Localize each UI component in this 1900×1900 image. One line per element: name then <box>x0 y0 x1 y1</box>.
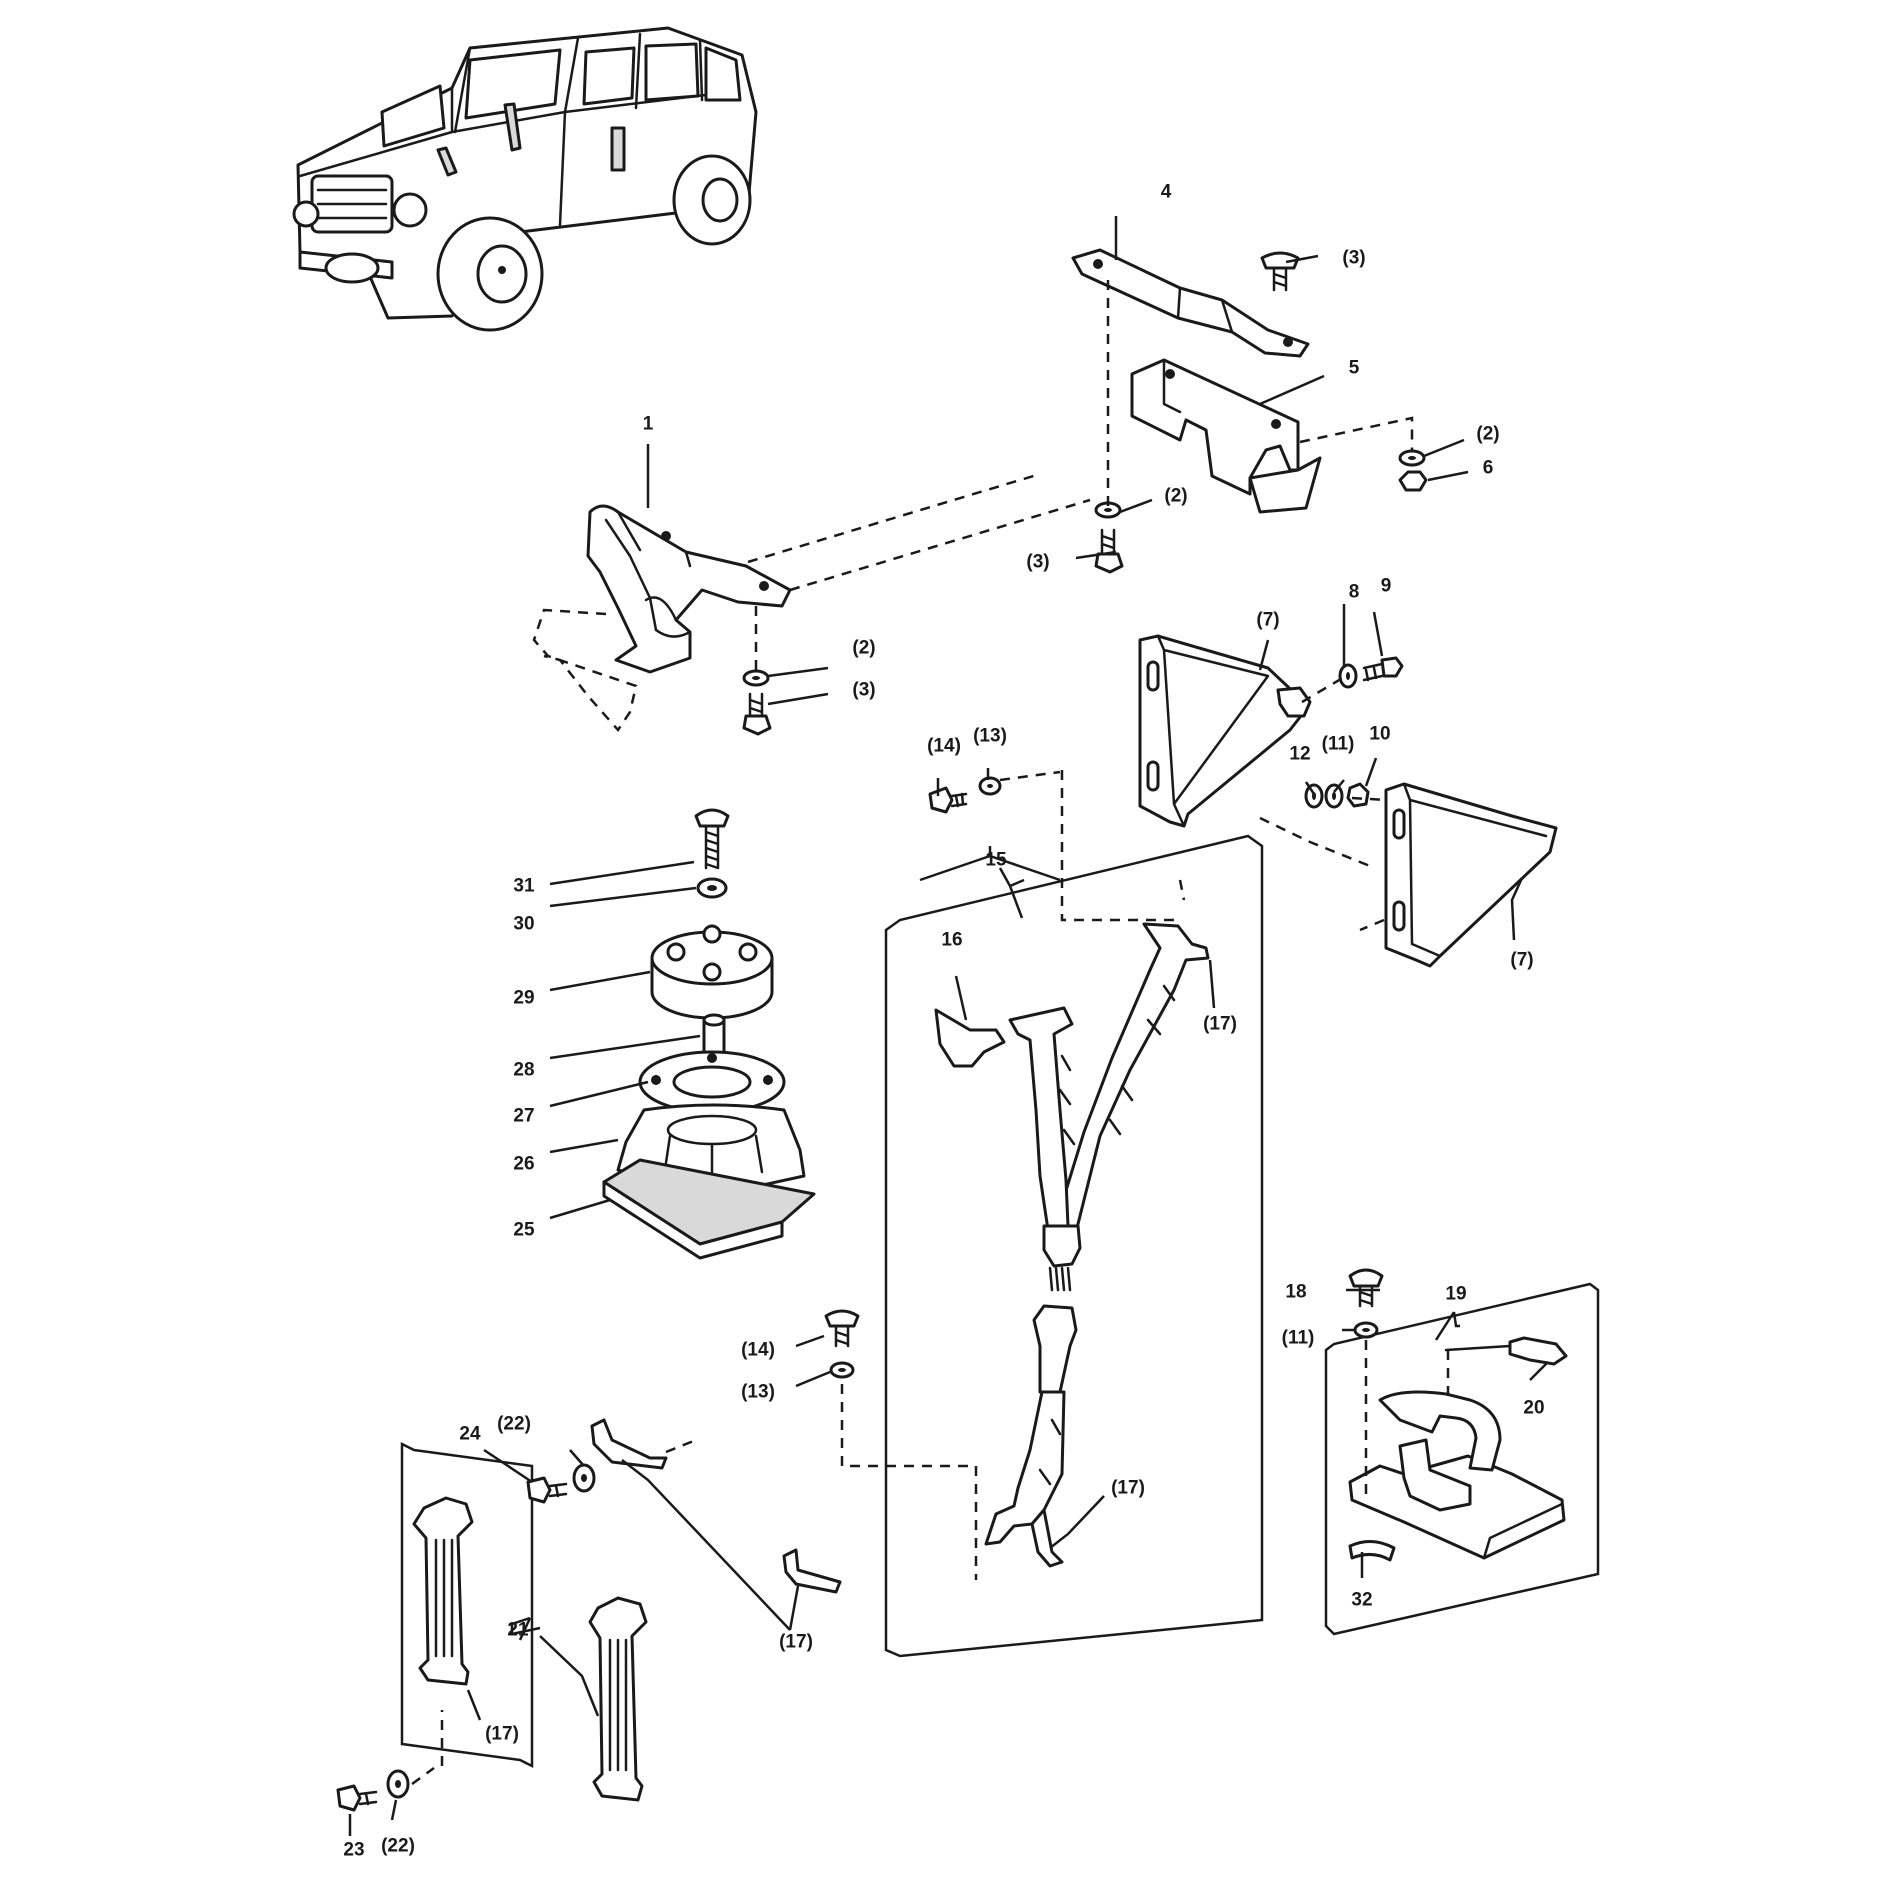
callout-17d: (17) <box>485 1723 519 1745</box>
screw-3-mid <box>1094 501 1124 574</box>
holder-panel-19 <box>1324 1282 1600 1636</box>
callout-leader-lines <box>348 216 1549 1836</box>
callout-18: 18 <box>1285 1281 1307 1303</box>
callout-3a: (3) <box>1342 247 1366 269</box>
pin-20 <box>1444 1336 1568 1366</box>
disc-29 <box>650 924 774 1020</box>
callout-2b: (2) <box>1164 485 1188 507</box>
callout-17c: (17) <box>779 1631 813 1653</box>
callout-23: 23 <box>343 1839 365 1861</box>
callout-11b: (11) <box>1281 1327 1315 1349</box>
bolt-31 <box>694 808 730 870</box>
callout-7b: (7) <box>1510 949 1534 971</box>
bracket-7-upper <box>1138 634 1312 828</box>
callout-2c: (2) <box>852 637 876 659</box>
callout-11a: (11) <box>1321 733 1355 755</box>
anchor-17-lower-left <box>782 1548 842 1594</box>
washer-and-nut-6 <box>1398 449 1428 492</box>
bolt-9-and-washer-8 <box>1338 656 1404 689</box>
callout-12: 12 <box>1289 743 1311 765</box>
ring-27 <box>638 1050 786 1114</box>
strap-21-right <box>588 1596 648 1802</box>
callout-25: 25 <box>513 1219 535 1241</box>
callout-15: 15 <box>985 849 1007 871</box>
bolt-18-and-washer-11 <box>1348 1268 1384 1339</box>
callout-1: 1 <box>642 413 654 435</box>
vehicle-illustration <box>292 26 758 332</box>
callout-17a: (17) <box>1203 1013 1237 1035</box>
callout-5: 5 <box>1348 357 1360 379</box>
callout-32: 32 <box>1351 1589 1373 1611</box>
strap-21-left <box>412 1496 474 1686</box>
strap-panel-21 <box>400 1441 534 1769</box>
screw-23-and-washer-22 <box>336 1769 410 1812</box>
base-plate-25 <box>602 1158 816 1260</box>
callout-31: 31 <box>513 875 535 897</box>
callout-30: 30 <box>513 913 535 935</box>
callout-13a: (13) <box>973 725 1007 747</box>
callout-7a: (7) <box>1256 609 1280 631</box>
seat-belt-webbing-15 <box>984 922 1210 1568</box>
callout-4: 4 <box>1160 181 1172 203</box>
callout-17b: (17) <box>1111 1477 1145 1499</box>
screw-14-and-washer-13-lower <box>824 1309 860 1379</box>
callout-26: 26 <box>513 1153 535 1175</box>
callout-9: 9 <box>1380 575 1392 597</box>
bracket-7-lower <box>1384 782 1558 968</box>
bracket-5 <box>1130 358 1322 514</box>
callout-16: 16 <box>941 929 963 951</box>
callout-6: 6 <box>1482 457 1494 479</box>
bracket-1 <box>532 504 792 733</box>
callout-27: 27 <box>513 1105 535 1127</box>
screw-24-and-washer-22 <box>526 1463 596 1504</box>
callout-28: 28 <box>513 1059 535 1081</box>
callout-3c: (3) <box>852 679 876 701</box>
callout-14a: (14) <box>927 735 961 757</box>
callout-19: 19 <box>1445 1283 1467 1305</box>
screw-14-and-washer-13-upper <box>928 776 1002 814</box>
nut-washer-10-11-12 <box>1304 782 1370 809</box>
screw-3-top <box>1260 251 1300 292</box>
belt-clip-16 <box>934 1008 1006 1068</box>
seat-belt-panel-15 <box>884 834 1264 1658</box>
callout-8: 8 <box>1348 581 1360 603</box>
callout-3b: (3) <box>1026 551 1050 573</box>
washer-and-screw-bracket-1 <box>742 669 772 736</box>
callout-21: 21 <box>507 1619 529 1641</box>
callout-20: 20 <box>1523 1397 1545 1419</box>
callout-29: 29 <box>513 987 535 1009</box>
callout-10: 10 <box>1369 723 1391 745</box>
mounting-plate-4 <box>1071 248 1310 358</box>
retainer-32 <box>1348 1540 1396 1562</box>
holder-clamp-19 <box>1348 1390 1566 1560</box>
callout-24: 24 <box>459 1423 481 1445</box>
callout-14b: (14) <box>741 1339 775 1361</box>
callout-22a: (22) <box>497 1413 531 1435</box>
callout-2a: (2) <box>1476 423 1500 445</box>
anchor-17-upper-left <box>590 1418 668 1470</box>
callout-13b: (13) <box>741 1381 775 1403</box>
callout-22b: (22) <box>381 1835 415 1857</box>
